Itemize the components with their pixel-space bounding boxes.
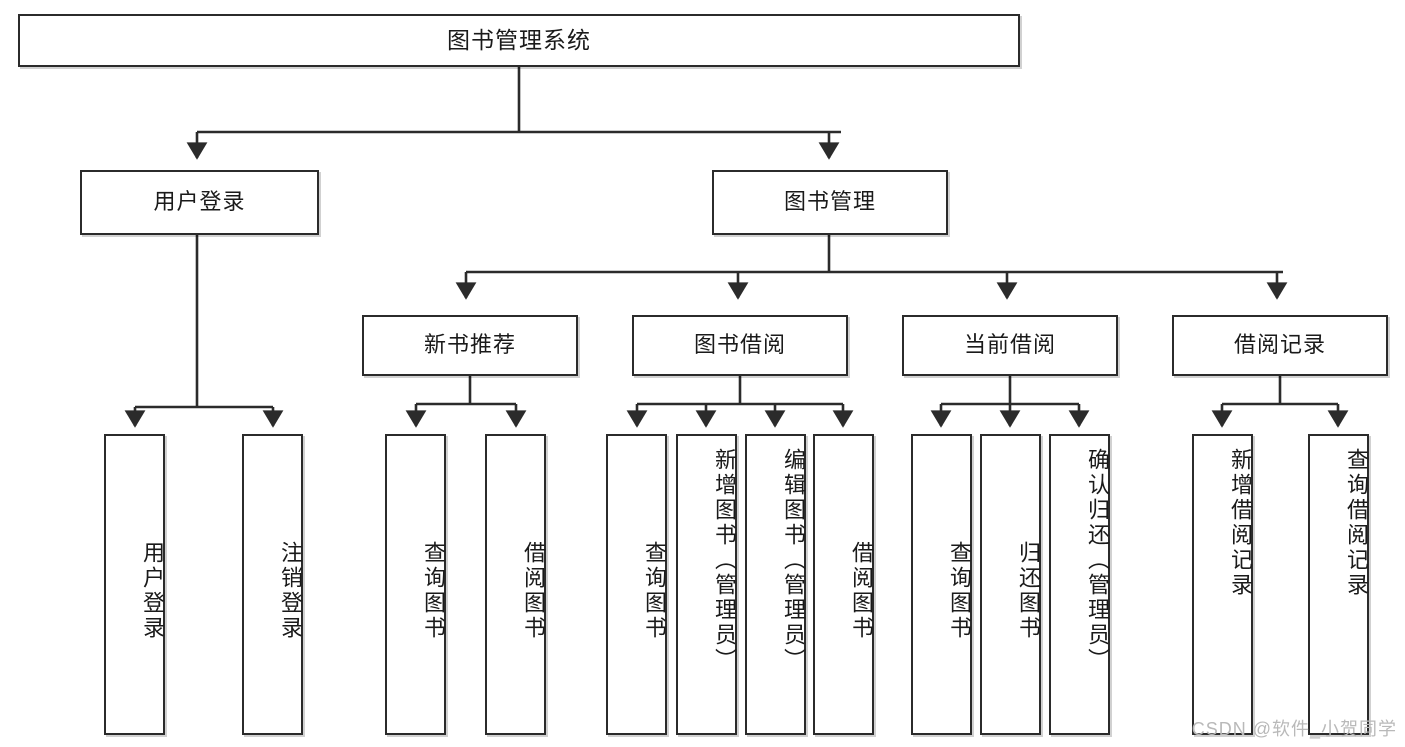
- leaf-query-book-3-label: 查询图书: [947, 540, 972, 641]
- leaf-edit-book-admin-label: 编辑图书（管理员）: [781, 448, 806, 673]
- csdn-watermark: CSDN @软件_小贺同学: [1191, 719, 1397, 739]
- leaf-edit-book-admin[interactable]: 编辑图书（管理员）: [745, 434, 806, 735]
- leaf-borrow-book-1[interactable]: 借阅图书: [485, 434, 546, 735]
- node-current-borrow-label: 当前借阅: [963, 332, 1056, 358]
- node-book-borrow[interactable]: 图书借阅: [632, 315, 848, 376]
- node-borrow-record-label: 借阅记录: [1233, 332, 1326, 358]
- leaf-query-book-2[interactable]: 查询图书: [606, 434, 667, 735]
- node-new-book-recommend-label: 新书推荐: [423, 332, 516, 358]
- leaf-return-book[interactable]: 归还图书: [980, 434, 1041, 735]
- node-book-borrow-label: 图书借阅: [693, 332, 786, 358]
- leaf-user-login-label: 用户登录: [140, 540, 165, 641]
- node-user-login[interactable]: 用户登录: [80, 170, 319, 235]
- leaf-add-book-admin[interactable]: 新增图书（管理员）: [676, 434, 737, 735]
- leaf-query-book-2-label: 查询图书: [642, 540, 667, 641]
- node-root[interactable]: 图书管理系统: [18, 14, 1020, 67]
- leaf-query-borrow-record[interactable]: 查询借阅记录: [1308, 434, 1369, 735]
- leaf-user-login[interactable]: 用户登录: [104, 434, 165, 735]
- leaf-borrow-book-2-label: 借阅图书: [849, 540, 874, 641]
- node-user-login-label: 用户登录: [153, 189, 246, 215]
- node-new-book-recommend[interactable]: 新书推荐: [362, 315, 578, 376]
- leaf-logout-login-label: 注销登录: [278, 540, 303, 641]
- node-borrow-record[interactable]: 借阅记录: [1172, 315, 1388, 376]
- leaf-return-book-label: 归还图书: [1016, 540, 1041, 641]
- leaf-add-book-admin-label: 新增图书（管理员）: [712, 448, 737, 673]
- node-current-borrow[interactable]: 当前借阅: [902, 315, 1118, 376]
- node-book-manage-label: 图书管理: [783, 189, 876, 215]
- leaf-confirm-return-admin[interactable]: 确认归还（管理员）: [1049, 434, 1110, 735]
- leaf-add-borrow-record[interactable]: 新增借阅记录: [1192, 434, 1253, 735]
- leaf-borrow-book-1-label: 借阅图书: [521, 540, 546, 641]
- leaf-query-book-1-label: 查询图书: [421, 540, 446, 641]
- leaf-confirm-return-admin-label: 确认归还（管理员）: [1085, 448, 1110, 673]
- node-book-manage[interactable]: 图书管理: [712, 170, 948, 235]
- leaf-query-borrow-record-label: 查询借阅记录: [1344, 448, 1369, 598]
- leaf-query-book-3[interactable]: 查询图书: [911, 434, 972, 735]
- leaf-add-borrow-record-label: 新增借阅记录: [1228, 448, 1253, 598]
- leaf-logout-login[interactable]: 注销登录: [242, 434, 303, 735]
- leaf-borrow-book-2[interactable]: 借阅图书: [813, 434, 874, 735]
- leaf-query-book-1[interactable]: 查询图书: [385, 434, 446, 735]
- node-root-label: 图书管理系统: [447, 26, 591, 53]
